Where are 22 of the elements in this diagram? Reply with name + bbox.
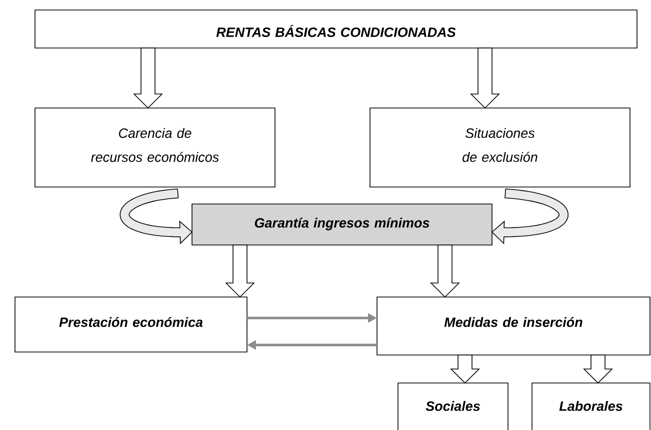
block-arrow (225, 244, 255, 298)
box-label: Garantía ingresos mínimos (254, 218, 430, 230)
block-arrow (450, 354, 480, 384)
box-label: Laborales (559, 401, 622, 411)
box (376, 296, 650, 356)
block-arrow (470, 48, 500, 109)
box (34, 10, 638, 48)
box (34, 108, 276, 188)
box-label: Medidas de inserción (444, 316, 582, 327)
block-arrow (430, 244, 460, 298)
box (532, 382, 650, 430)
box-label: Situaciones de exclusión (462, 128, 538, 162)
box-label: Prestación económica (59, 316, 203, 327)
box (192, 204, 492, 246)
box-label: Sociales (426, 401, 480, 411)
box-label: Carencia de recursos económicos (91, 128, 219, 162)
box (14, 296, 248, 352)
box (398, 382, 508, 430)
block-arrow (133, 48, 163, 109)
box (370, 108, 630, 188)
block-arrow (583, 354, 613, 384)
box-label: RENTAS BÁSICAS CONDICIONADAS (216, 24, 456, 37)
